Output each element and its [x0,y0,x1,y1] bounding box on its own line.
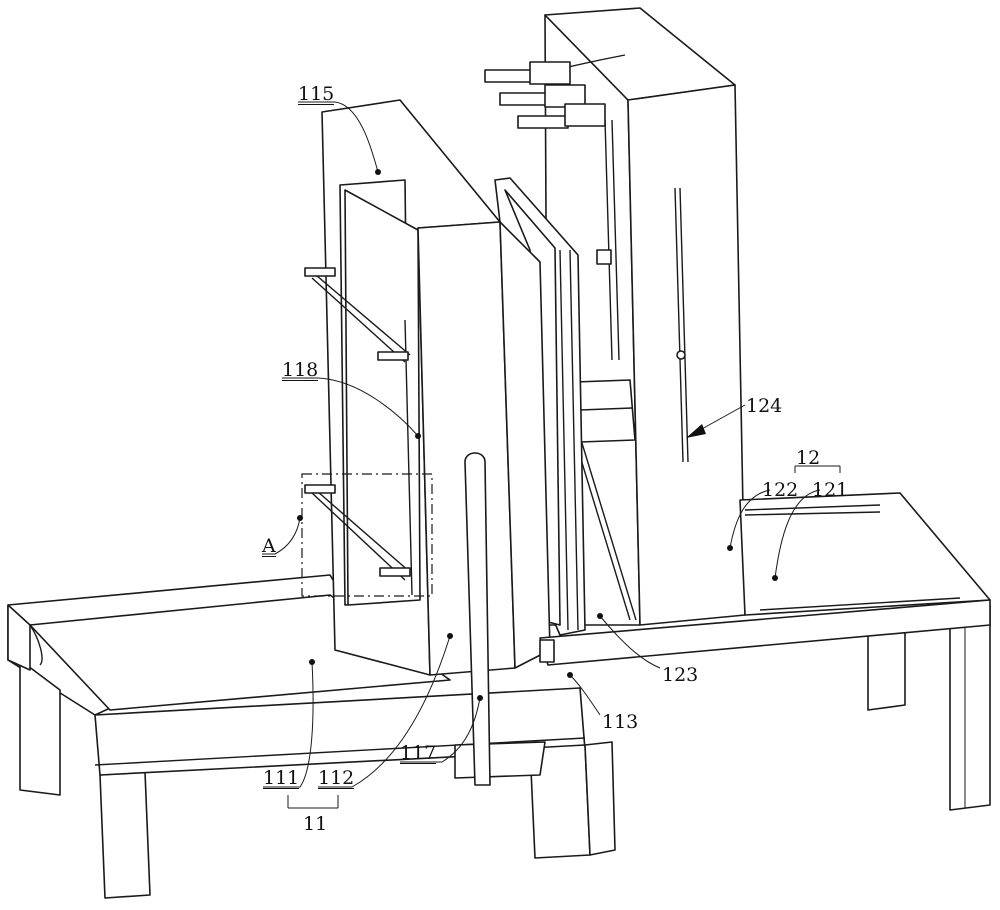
label-122: 122 [762,480,798,500]
right-conveyor-legs [868,605,990,810]
label-123: 123 [662,665,698,685]
label-113: 113 [602,712,638,732]
label-115: 115 [298,84,334,105]
label-11: 11 [303,814,327,834]
label-124: 124 [746,396,782,416]
label-117: 117 [400,743,436,764]
label-112: 112 [318,768,354,789]
label-12: 12 [796,448,820,468]
label-A: A [262,536,276,557]
label-111: 111 [263,768,299,789]
label-118: 118 [282,360,318,381]
label-121: 121 [812,480,848,500]
